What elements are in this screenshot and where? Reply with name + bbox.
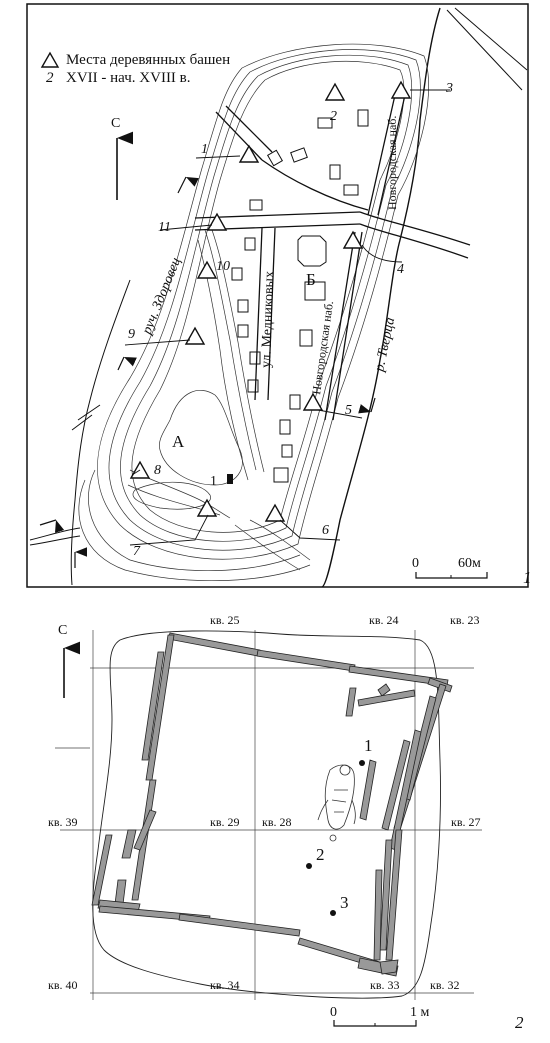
figure-number-2: 2 <box>515 1013 524 1032</box>
river-bank-line <box>321 7 441 588</box>
tower-1-icon <box>238 144 260 163</box>
timber-logs <box>91 632 453 977</box>
tower-number-3: 3 <box>445 81 453 96</box>
scale-bar-1: 0 60м <box>412 556 488 579</box>
excavation-site-label: 1 <box>210 474 217 489</box>
burial-sketch <box>317 764 356 842</box>
river-edge-ne-2 <box>454 7 528 71</box>
river-tvertsa-label: р. Тверца <box>372 316 398 374</box>
flow-arrow-1 <box>177 176 199 194</box>
square-27: кв. 27 <box>451 815 481 829</box>
area-a-label: А <box>172 432 185 451</box>
find-points: 1 2 3 <box>306 736 373 916</box>
tower-number-8: 8 <box>154 463 161 478</box>
scale-value: 60м <box>458 556 481 571</box>
excavation-outline <box>92 630 441 999</box>
tower-3-icon <box>390 80 412 99</box>
north-arrow-icon-2: С <box>58 623 80 698</box>
tower-2-icon <box>324 82 346 101</box>
scale-value-2: 1 м <box>410 1005 430 1020</box>
plateau-a-outline <box>159 390 243 486</box>
figure-2-plan: 1 2 3 кв. 25 кв. 24 кв. 23 кв. 39 кв. 29… <box>48 613 524 1032</box>
tower-number-6: 6 <box>322 523 329 538</box>
legend-line-1: Места деревянных башен <box>66 52 230 68</box>
square-34: кв. 34 <box>210 978 240 992</box>
tower-number-9: 9 <box>128 327 135 342</box>
square-23: кв. 23 <box>450 613 480 627</box>
street-mednikovykh: ул. Медниковых <box>259 271 277 368</box>
tower-number-4: 4 <box>397 262 404 277</box>
tower-number-10: 10 <box>216 259 230 274</box>
legend-line-2: XVII - нач. XVIII в. <box>66 70 191 86</box>
square-24: кв. 24 <box>369 613 399 627</box>
tower-6-icon <box>264 503 286 522</box>
scale-zero-2: 0 <box>330 1005 337 1020</box>
map-frame <box>26 3 529 588</box>
find-point-1 <box>359 760 365 766</box>
flow-arrows <box>39 176 376 568</box>
tower-11-icon <box>206 212 228 231</box>
leader-lines <box>124 89 450 546</box>
excavation-site-marker <box>227 474 233 484</box>
plateau-lower-outline <box>132 481 211 510</box>
stream-west-line-2 <box>29 535 81 546</box>
stream-bridge <box>71 404 101 431</box>
tower-10-icon <box>196 260 218 279</box>
find-label-2: 2 <box>316 845 325 864</box>
tower-number-5: 5 <box>345 403 352 418</box>
flow-arrow-3 <box>358 397 376 414</box>
square-labels: кв. 25 кв. 24 кв. 23 кв. 39 кв. 29 кв. 2… <box>48 613 481 992</box>
north-arrow-icon: С <box>111 116 133 200</box>
street-novgorodskaya-top: Новгородская наб. <box>385 116 399 210</box>
triangle-outline-icon <box>40 51 60 68</box>
square-29: кв. 29 <box>210 815 240 829</box>
north-label: С <box>111 116 120 131</box>
find-label-1: 1 <box>364 736 373 755</box>
square-39: кв. 39 <box>48 815 78 829</box>
legend: 2 Места деревянных башен XVII - нач. XVI… <box>40 51 230 86</box>
tower-triangles <box>129 80 412 522</box>
roads <box>194 94 471 421</box>
find-label-3: 3 <box>340 893 349 912</box>
tower-number-1: 1 <box>201 142 208 157</box>
square-28: кв. 28 <box>262 815 292 829</box>
flow-arrow-4 <box>39 519 65 533</box>
tower-4-icon <box>342 230 364 249</box>
square-33: кв. 33 <box>370 978 400 992</box>
stream-zdorovets-label: руч. Здоровец <box>139 256 184 338</box>
tower-number-11: 11 <box>158 220 171 235</box>
find-point-2 <box>306 863 312 869</box>
tower-9-icon <box>184 326 206 345</box>
tower-number-7: 7 <box>133 544 141 559</box>
tower-numbers: 1 2 3 4 5 6 7 8 9 10 11 <box>128 81 453 559</box>
north-label-2: С <box>58 623 67 638</box>
buildings <box>231 109 369 483</box>
flow-arrow-2 <box>117 356 137 371</box>
river-edge-ne <box>446 9 523 91</box>
street-novgorodskaya-bottom: Новгородская наб. <box>309 300 336 395</box>
scale-bar-2: 0 1 м <box>330 1005 430 1027</box>
scale-zero: 0 <box>412 556 419 571</box>
square-40: кв. 40 <box>48 978 78 992</box>
stream-line <box>70 279 131 586</box>
contour-lines <box>78 43 429 581</box>
figure-1-map: 1 2 Места деревянных башен XVII - нач. X… <box>26 3 532 588</box>
figure-number-1: 1 <box>523 568 532 587</box>
area-b-label: Б <box>306 270 316 289</box>
tower-number-2: 2 <box>330 109 337 124</box>
legend-symbol-number: 2 <box>46 70 54 86</box>
grid-lines <box>55 630 482 1000</box>
square-32: кв. 32 <box>430 978 460 992</box>
find-point-3 <box>330 910 336 916</box>
square-25: кв. 25 <box>210 613 240 627</box>
tower-5-icon <box>302 392 324 411</box>
